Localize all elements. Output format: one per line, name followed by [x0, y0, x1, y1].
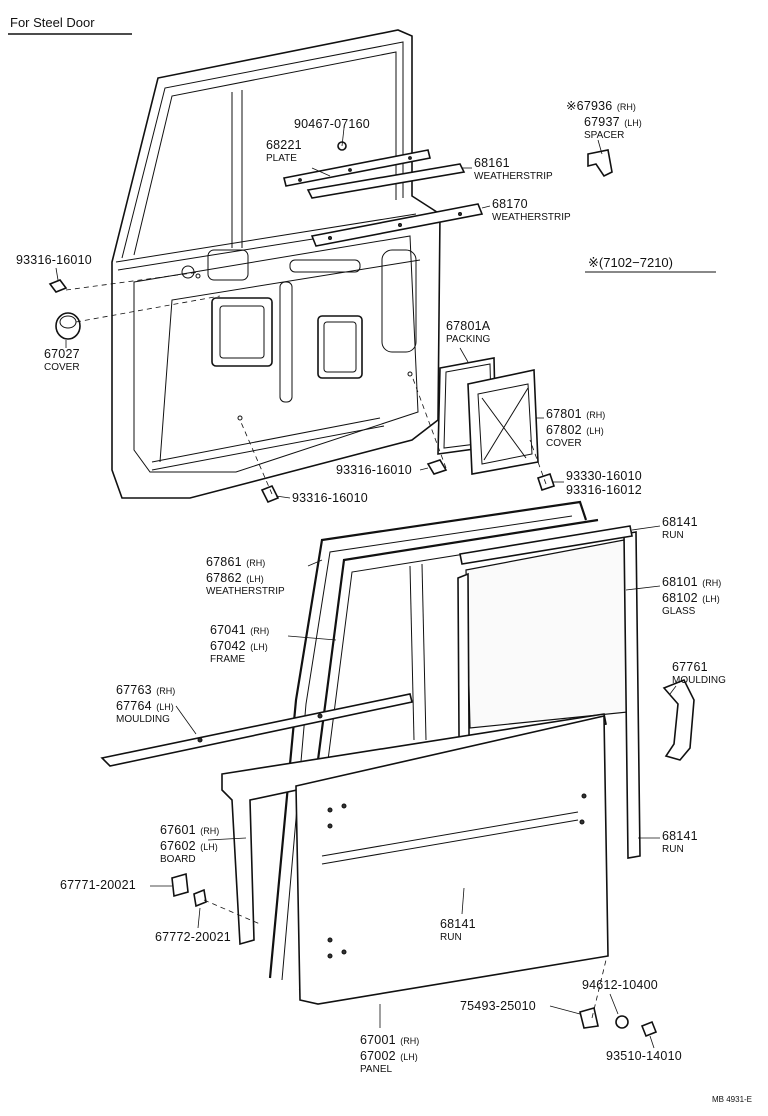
dashed-guides — [65, 271, 607, 1019]
part-label-93316-bottom: 93316-16010 — [292, 491, 368, 505]
part-label-67801: 67801 (RH) 67802 (LH) COVER — [546, 407, 606, 449]
lower-assembly — [100, 500, 695, 1038]
reference-code: MB 4931-E — [712, 1095, 753, 1104]
part-label-68170: 68170 WEATHERSTRIP — [492, 197, 571, 223]
door-shell — [111, 29, 441, 499]
part-label-94612: 94612-10400 — [582, 978, 658, 992]
note-range: (7102−7210) — [598, 255, 673, 270]
part-label-93316-left: 93316-16010 — [16, 253, 92, 267]
part-label-90467: 90467-07160 — [294, 117, 370, 131]
part-label-67861: 67861 (RH) 67862 (LH) WEATHERSTRIP — [206, 555, 285, 597]
part-label-93316-center: 93316-16010 — [336, 463, 412, 477]
part-label-67772: 67772-20021 — [155, 930, 231, 944]
part-label-67601: 67601 (RH) 67602 (LH) BOARD — [160, 823, 220, 865]
part-label-93330: 93330-16010 93316-16012 — [566, 469, 642, 497]
part-label-93510: 93510-14010 — [606, 1049, 682, 1063]
note-symbol: ※ — [588, 255, 599, 270]
part-label-68141-center: 68141 RUN — [440, 917, 476, 943]
part-label-67771: 67771-20021 — [60, 878, 136, 892]
part-label-67001: 67001 (RH) 67002 (LH) PANEL — [360, 1033, 420, 1075]
leader-lines — [55, 127, 677, 1049]
date-range-note: ※(7102−7210) — [588, 256, 673, 269]
part-label-68101: 68101 (RH) 68102 (LH) GLASS — [662, 575, 722, 617]
part-label-67936: ※67936 (RH) 67937 (LH) SPACER — [566, 99, 642, 141]
part-label-68141-top: 68141 RUN — [662, 515, 698, 541]
part-label-67761: 67761 MOULDING — [672, 660, 726, 686]
part-label-67763: 67763 (RH) 67764 (LH) MOULDING — [116, 683, 176, 725]
upper-parts — [48, 141, 613, 504]
part-label-75493: 75493-25010 — [460, 999, 536, 1013]
part-label-67027: 67027 COVER — [44, 347, 80, 373]
part-label-67041: 67041 (RH) 67042 (LH) FRAME — [210, 623, 270, 665]
part-label-68161: 68161 WEATHERSTRIP — [474, 156, 553, 182]
part-label-67801A: 67801A PACKING — [446, 319, 491, 345]
part-label-68221: 68221 PLATE — [266, 138, 302, 164]
part-label-68141-right: 68141 RUN — [662, 829, 698, 855]
page-title: For Steel Door — [10, 15, 95, 30]
